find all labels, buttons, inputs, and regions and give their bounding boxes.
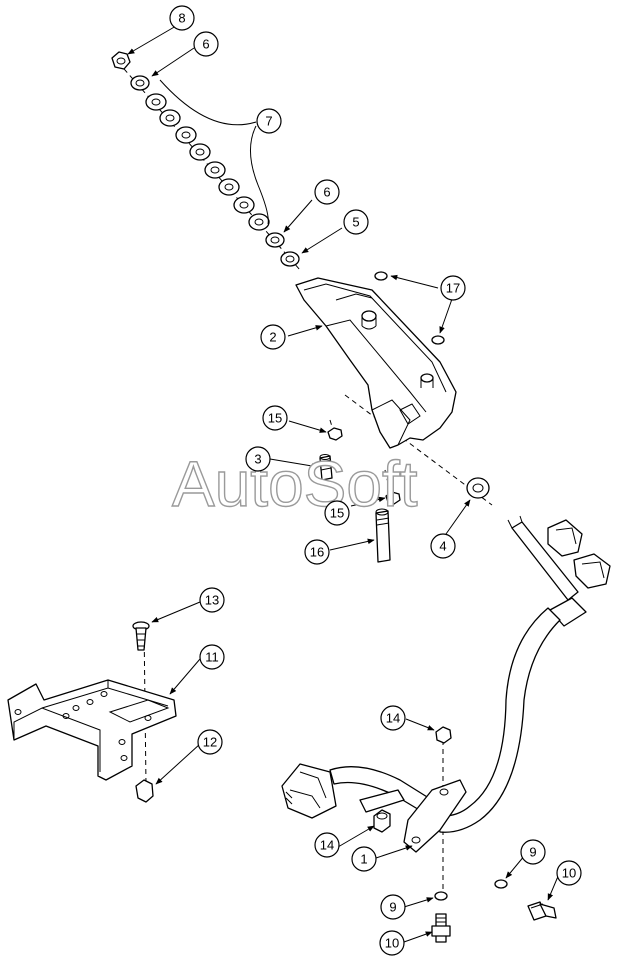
nut-12 (135, 779, 154, 803)
watermark-text: AutoSoft (172, 448, 418, 520)
pedal-housing-2 (295, 277, 457, 449)
svg-text:6: 6 (323, 185, 330, 200)
callout-9-right: 9 (520, 839, 546, 865)
svg-text:10: 10 (385, 936, 399, 951)
washer-9-lower (434, 891, 448, 901)
spacer-stack-7 (145, 93, 270, 231)
leader-lines (127, 25, 560, 943)
callout-12: 12 (197, 729, 223, 755)
callout-13: 13 (199, 587, 225, 613)
washer-4 (466, 477, 490, 499)
bolt-10-lower (431, 913, 451, 943)
callout-7: 7 (256, 108, 282, 134)
svg-text:11: 11 (205, 650, 219, 665)
callout-15-lower: 15 (324, 500, 350, 526)
svg-text:14: 14 (386, 711, 400, 726)
svg-text:9: 9 (529, 845, 536, 860)
screw-13 (132, 621, 150, 651)
o-ring-17-top (374, 271, 388, 281)
callout-16: 16 (304, 539, 330, 565)
stud-3 (319, 454, 333, 481)
callout-6-bottom: 6 (314, 179, 340, 205)
svg-text:7: 7 (265, 114, 272, 129)
bolt-10-right (527, 901, 557, 921)
callout-4: 4 (430, 533, 456, 559)
callout-14-upper: 14 (380, 705, 406, 731)
svg-text:4: 4 (439, 539, 446, 554)
bracket-11 (7, 679, 177, 781)
callout-6-top: 6 (193, 31, 219, 57)
nut-15-lower (385, 491, 401, 505)
callout-9-lower: 9 (380, 894, 406, 920)
washer-6-top (130, 75, 150, 91)
callout-10-right: 10 (556, 860, 582, 886)
callout-11: 11 (199, 644, 225, 670)
svg-text:14: 14 (320, 838, 334, 853)
washer-9-right (494, 879, 508, 889)
callout-8: 8 (169, 5, 195, 31)
callout-10-lower: 10 (379, 930, 405, 956)
callout-15-upper: 15 (262, 405, 288, 431)
svg-text:6: 6 (202, 37, 209, 52)
svg-text:17: 17 (446, 281, 460, 296)
svg-text:15: 15 (268, 411, 282, 426)
svg-text:10: 10 (562, 866, 576, 881)
svg-text:13: 13 (205, 593, 219, 608)
svg-text:3: 3 (254, 452, 261, 467)
svg-text:9: 9 (389, 900, 396, 915)
callout-3: 3 (245, 446, 271, 472)
callout-1: 1 (351, 846, 377, 872)
callout-17: 17 (440, 275, 466, 301)
washer-5 (280, 251, 300, 267)
svg-text:12: 12 (203, 735, 217, 750)
svg-text:5: 5 (352, 215, 359, 230)
stud-16 (375, 508, 391, 563)
nut-14-lower (373, 809, 391, 833)
pedal-arm-1 (281, 515, 611, 853)
washer-6-bottom (265, 232, 285, 248)
callout-5: 5 (343, 209, 369, 235)
svg-text:16: 16 (310, 545, 324, 560)
o-ring-17-bottom (431, 335, 445, 345)
nut-15-upper (327, 427, 343, 441)
nut-14-upper (435, 726, 452, 744)
svg-text:1: 1 (360, 852, 367, 867)
svg-text:2: 2 (269, 330, 276, 345)
nut-8 (111, 51, 131, 70)
svg-text:8: 8 (178, 11, 185, 26)
svg-text:15: 15 (330, 506, 344, 521)
callout-2: 2 (260, 324, 286, 350)
callout-14-lower: 14 (314, 832, 340, 858)
